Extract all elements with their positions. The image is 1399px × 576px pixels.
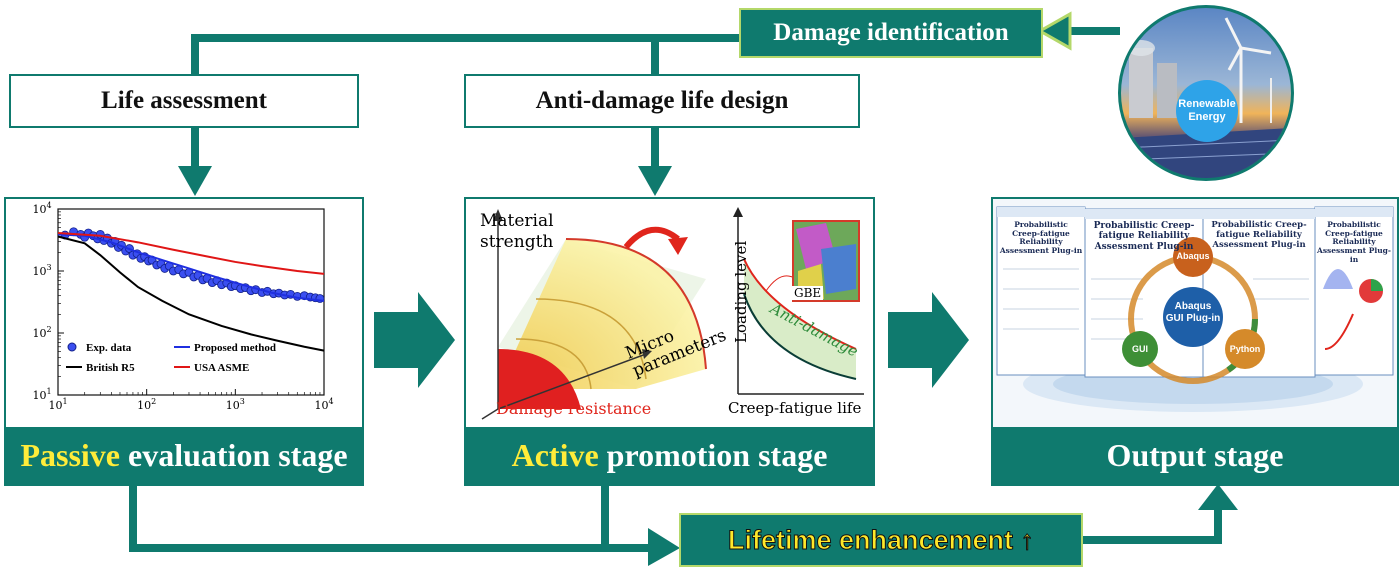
material-strength-label: Material strength xyxy=(480,211,554,253)
creep-fatigue-life-label: Creep-fatigue life xyxy=(728,399,862,417)
legend-marker xyxy=(67,342,77,352)
anti-damage-design-label: Anti-damage life design xyxy=(464,74,860,128)
series-line-british-r5 xyxy=(57,235,325,352)
legend-label: British R5 xyxy=(86,362,135,374)
abaqus-gui-center: Abaqus GUI Plug-in xyxy=(1165,301,1221,324)
output-stage-title: Output stage xyxy=(993,427,1397,484)
output-stage-panel: Probabilistic Creep-fatigue Reliability … xyxy=(991,197,1399,486)
gui-node: GUI xyxy=(1131,344,1148,354)
x-tick-label: 101 xyxy=(48,397,67,412)
plugin-window-title-1: Probabilistic Creep-fatigue Reliability … xyxy=(999,220,1083,255)
active-stage-title: Active promotion stage xyxy=(466,427,873,484)
lifetime-enhancement-label: Lifetime enhancement ↑ xyxy=(727,524,1035,555)
y-tick-label: 102 xyxy=(32,325,51,340)
renewable-energy-badge: Renewable Energy xyxy=(1176,80,1238,142)
python-node: Python xyxy=(1229,344,1261,354)
strength-diagram xyxy=(481,207,864,420)
plugin-window-title-4: Probabilistic Creep-fatigue Reliability … xyxy=(1317,220,1392,264)
life-assessment-label: Life assessment xyxy=(9,74,359,128)
plugin-windows-graphic xyxy=(996,206,1394,412)
plugin-window-title: Probabilistic Creep-fatigue Reliability … xyxy=(1093,221,1195,252)
passive-stage-title: Passive evaluation stage xyxy=(6,427,362,484)
y-tick-label: 104 xyxy=(32,201,51,216)
lifetime-enhancement-box: Lifetime enhancement ↑ xyxy=(679,513,1083,567)
plugin-window-title-3: Probabilistic Creep-fatigue Reliability … xyxy=(1211,220,1307,250)
legend-label: Exp. data xyxy=(86,342,132,354)
legend-label: Proposed method xyxy=(194,342,276,354)
legend-label: USA ASME xyxy=(194,362,249,374)
damage-identification-label: Damage identification xyxy=(739,8,1043,58)
damage-resistance-label: Damage resistance xyxy=(496,399,652,418)
renewable-energy-image: Renewable Energy xyxy=(1118,5,1294,181)
x-tick-label: 104 xyxy=(314,397,333,412)
x-tick-label: 103 xyxy=(226,397,245,412)
y-tick-label: 103 xyxy=(32,263,51,278)
active-stage-panel: Material strength Micro parameters Damag… xyxy=(464,197,875,486)
series-line-proposed-method xyxy=(57,233,325,302)
x-tick-label: 102 xyxy=(137,397,156,412)
loading-level-label: Loading level xyxy=(732,240,750,343)
series-line-usa-asme xyxy=(57,232,325,275)
abaqus-node: Abaqus xyxy=(1176,251,1210,261)
wind-turbine-icon xyxy=(1121,17,1291,178)
gbe-label: GBE xyxy=(792,286,824,300)
